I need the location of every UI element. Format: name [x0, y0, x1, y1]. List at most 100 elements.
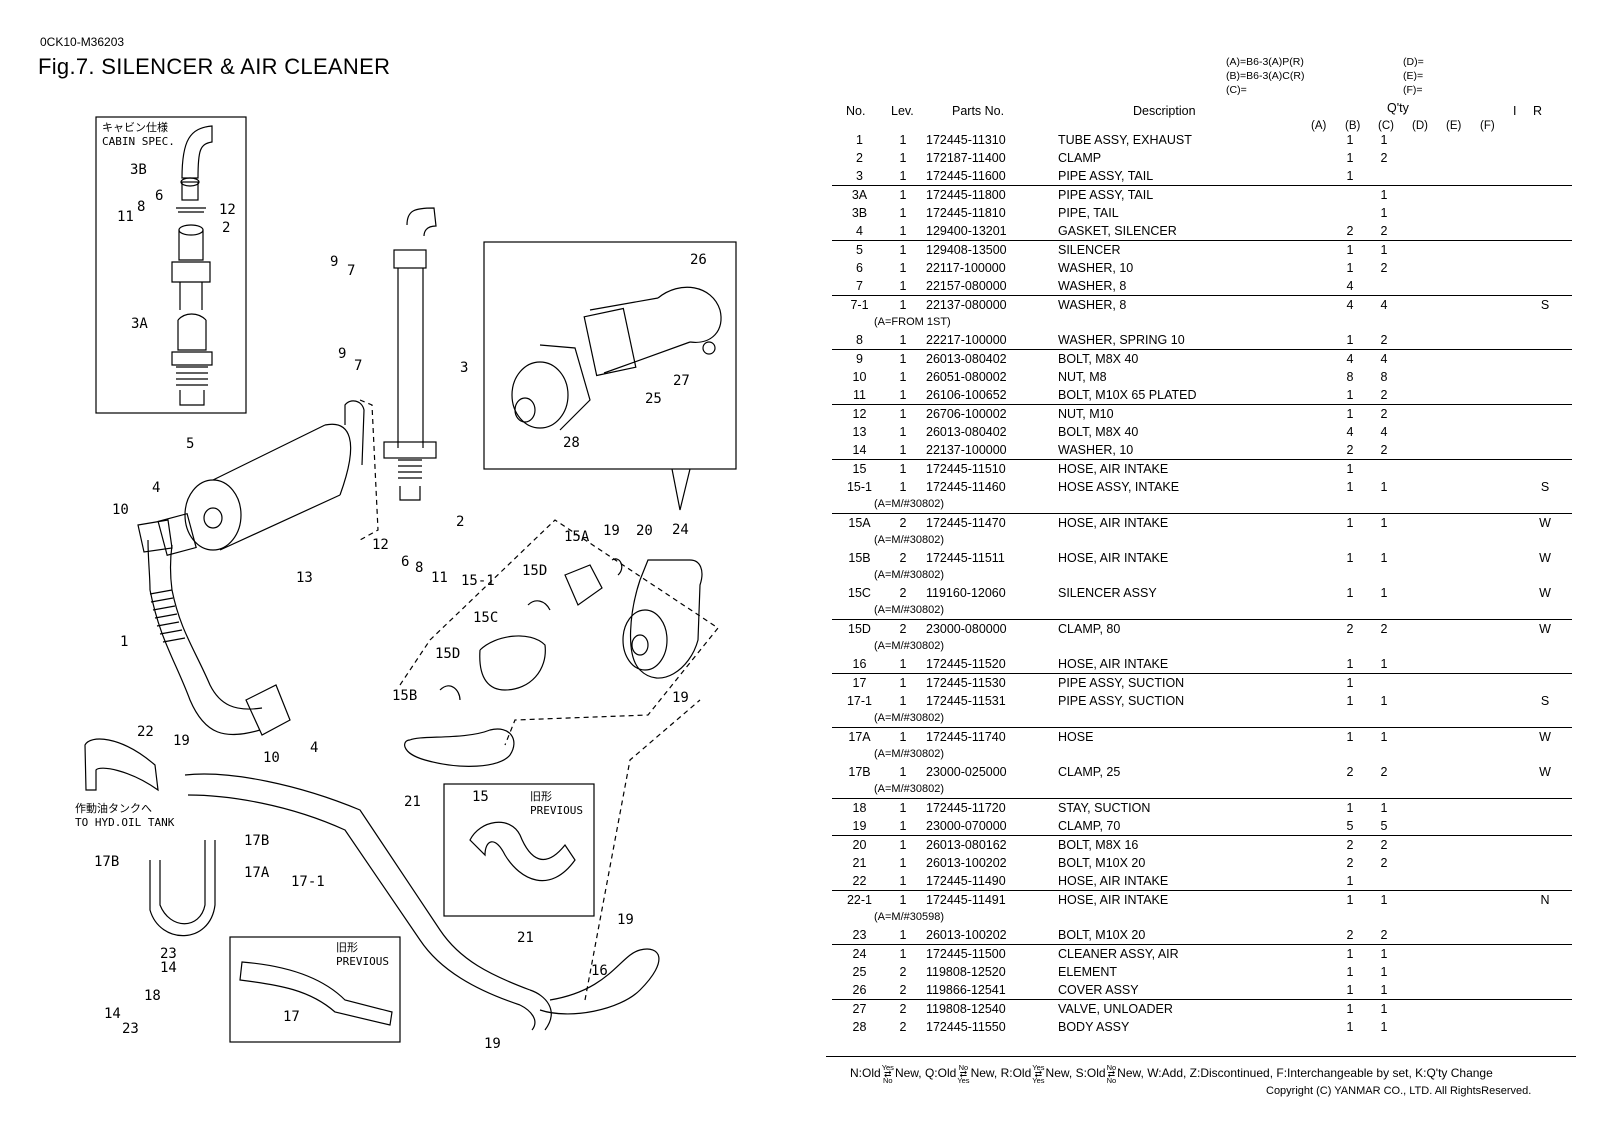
footer-r-new: New,: [1045, 1066, 1073, 1081]
part-level: 1: [899, 388, 907, 402]
callout-label: 3: [460, 360, 468, 376]
part-level: 2: [899, 622, 907, 636]
footer-n: N:Old: [850, 1066, 881, 1081]
callout-label: 15: [472, 789, 489, 805]
part-code: 26106-100652: [926, 388, 1007, 402]
previous-jp-label-b: 旧形: [336, 941, 358, 954]
part-code: 23000-025000: [926, 765, 1007, 779]
interchange-code: S: [1540, 480, 1550, 494]
part-code: 172445-11520: [926, 657, 1006, 671]
part-number-index: 12: [852, 407, 867, 421]
callout-label: 2: [222, 220, 230, 236]
part-level: 1: [899, 279, 907, 293]
part-number-index: 8: [856, 333, 863, 347]
callout-label: 27: [673, 373, 690, 389]
footer-s: S:Old: [1075, 1066, 1106, 1081]
qty-a: 2: [1346, 838, 1354, 852]
part-level: 1: [899, 333, 907, 347]
callout-label: 15D: [435, 646, 460, 662]
interchange-code: W: [1539, 551, 1551, 565]
callout-label: 14: [160, 960, 177, 976]
qty-b: 2: [1380, 224, 1388, 238]
part-description: BOLT, M10X 65 PLATED: [1058, 388, 1197, 402]
callout-label: 23: [122, 1021, 139, 1037]
qty-a: 4: [1346, 279, 1354, 293]
qty-a: 1: [1346, 151, 1354, 165]
part-code: 119808-12520: [926, 965, 1006, 979]
cabin-spec-box: [95, 116, 247, 414]
qty-b: 1: [1380, 516, 1388, 530]
qty-a: 5: [1346, 819, 1354, 833]
part-level: 2: [899, 1020, 907, 1034]
part-number-index: 25: [852, 965, 867, 979]
qty-a: 1: [1346, 243, 1354, 257]
qty-b: 2: [1380, 928, 1388, 942]
part-number-index: 3: [856, 169, 863, 183]
qty-b: 1: [1380, 893, 1388, 907]
part-description: PIPE ASSY, SUCTION: [1058, 694, 1185, 708]
table-row-note: (A=M/#30598): [832, 909, 1572, 926]
qty-a: 1: [1346, 462, 1354, 476]
table-row-note: (A=M/#30802): [832, 746, 1572, 763]
header-parts-no: Parts No.: [952, 104, 1005, 118]
qty-b: 2: [1380, 333, 1388, 347]
cabin-spec-label: CABIN SPEC.: [102, 135, 175, 148]
yes-no-arrow-icon: Yes⇄No: [881, 1063, 894, 1085]
part-number-index: 2: [856, 151, 863, 165]
part-code: 172445-11600: [926, 169, 1006, 183]
part-description: WASHER, SPRING 10: [1058, 333, 1185, 347]
part-level: 1: [899, 151, 907, 165]
leader-dashed: [359, 399, 379, 541]
parts-diagram: キャビン仕様 CABIN SPEC.: [75, 116, 737, 1052]
part-code: 172445-11531: [926, 694, 1006, 708]
part-number-index: 23: [852, 928, 867, 942]
callout-label: 14: [104, 1006, 121, 1022]
callout-label: 17-1: [291, 874, 325, 890]
qty-a: 4: [1346, 298, 1354, 312]
qty-a: 1: [1346, 1020, 1354, 1034]
callout-label: 19: [603, 523, 620, 539]
part-level: 1: [899, 370, 907, 384]
part-level: 1: [899, 462, 907, 476]
table-row-note: (A=M/#30802): [832, 496, 1572, 513]
air-cleaner-main-drawing: [611, 558, 703, 679]
part-level: 1: [899, 188, 907, 202]
part-code: 23000-080000: [926, 622, 1007, 636]
qty-b: 4: [1380, 298, 1388, 312]
footer-rest: W:Add, Z:Discontinued, F:Interchangeable…: [1143, 1066, 1493, 1081]
qty-a: 8: [1346, 370, 1354, 384]
part-description: BOLT, M10X 20: [1058, 928, 1146, 942]
qty-a: 1: [1346, 480, 1354, 494]
previous-pipe-17-drawing: [239, 961, 393, 1026]
part-code: 26013-080402: [926, 352, 1007, 366]
part-level: 2: [899, 551, 907, 565]
silencer-drawing: [184, 400, 365, 551]
hyd-tank-jp-label: 作動油タンクへ: [75, 801, 152, 815]
table-row-note: (A=M/#30802): [832, 710, 1572, 727]
callout-label: 16: [591, 963, 608, 979]
qty-b: 2: [1380, 856, 1388, 870]
callout-label: 19: [484, 1036, 501, 1052]
header-i: I: [1513, 104, 1517, 118]
callout-label: 19: [617, 912, 634, 928]
part-level: 1: [899, 169, 907, 183]
part-number-index: 17A: [848, 730, 871, 744]
suction-pipe-drawing: [184, 773, 552, 1031]
qty-a: 4: [1346, 425, 1354, 439]
qty-b: 2: [1380, 622, 1388, 636]
qty-b: 2: [1380, 765, 1388, 779]
part-number-index: 18: [852, 801, 867, 815]
part-code: 119160-12060: [926, 586, 1006, 600]
part-description: CLEANER ASSY, AIR: [1058, 947, 1179, 961]
model-key-b: (B)=B6-3(A)C(R): [1226, 70, 1305, 82]
serial-note: (A=M/#30802): [874, 712, 945, 724]
qty-b: 8: [1380, 370, 1388, 384]
callout-label: 7: [354, 358, 362, 374]
part-description: SILENCER ASSY: [1058, 586, 1157, 600]
part-code: 129400-13201: [926, 224, 1007, 238]
